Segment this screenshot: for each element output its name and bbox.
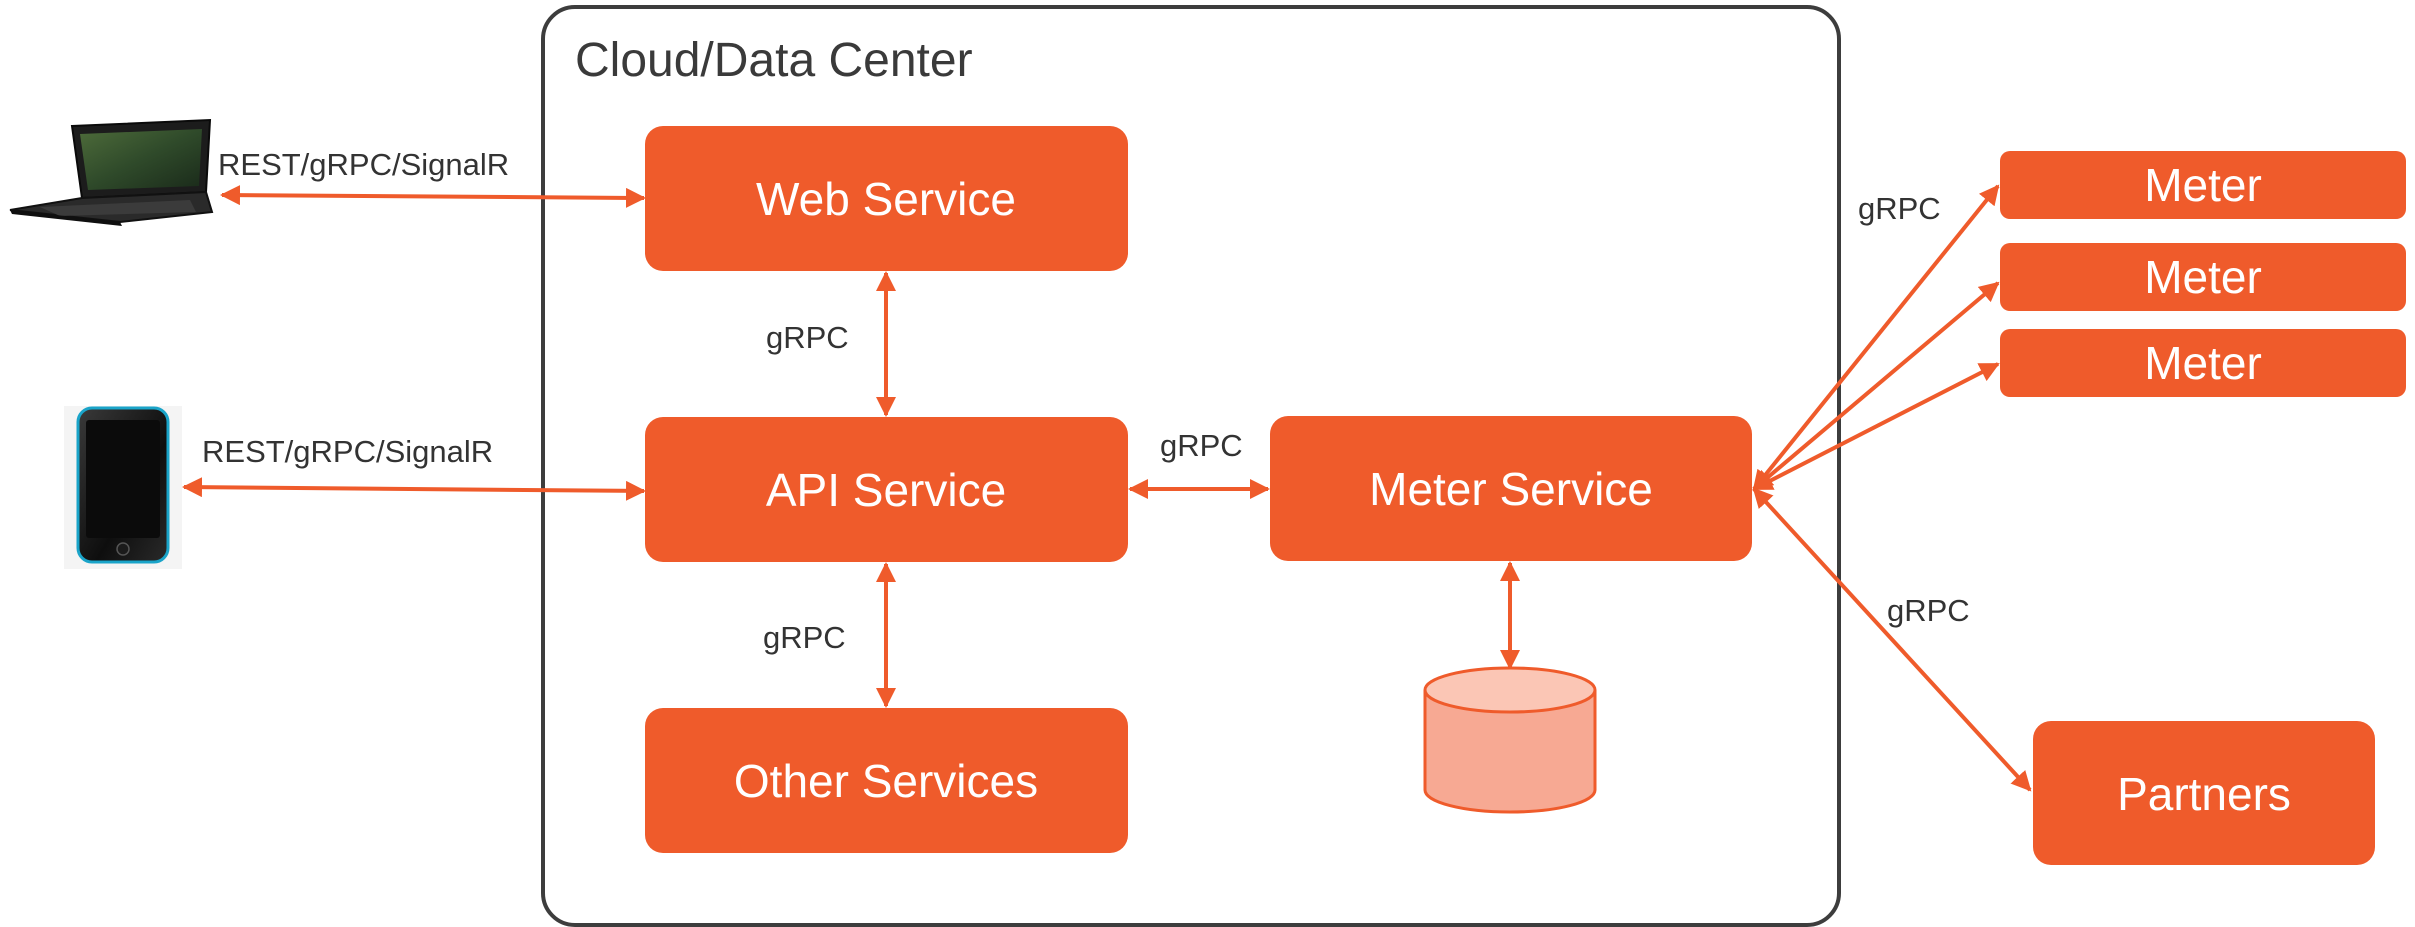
meter-2-label: Meter <box>2144 251 2262 303</box>
node-api-service[interactable]: API Service <box>645 417 1128 562</box>
smartphone-icon <box>64 406 182 569</box>
node-other-services[interactable]: Other Services <box>645 708 1128 853</box>
edges <box>182 184 2032 792</box>
database-icon <box>1423 666 1597 814</box>
edge-laptop-web <box>220 185 646 208</box>
meter-3-label: Meter <box>2144 337 2262 389</box>
edge-meter-partners <box>1752 487 2032 792</box>
node-meter-3[interactable]: Meter <box>2000 329 2406 397</box>
container-title: Cloud/Data Center <box>575 34 973 87</box>
edge-label-laptop-web: REST/gRPC/SignalR <box>218 147 509 182</box>
laptop-icon <box>9 118 214 226</box>
partners-label: Partners <box>2117 768 2291 820</box>
edge-label-phone-api: REST/gRPC/SignalR <box>202 434 493 469</box>
other-services-label: Other Services <box>734 755 1038 807</box>
node-meter-2[interactable]: Meter <box>2000 243 2406 311</box>
node-partners[interactable]: Partners <box>2033 721 2375 865</box>
edge-label-meter-meters: gRPC <box>1858 191 1941 226</box>
node-web-service[interactable]: Web Service <box>645 126 1128 271</box>
edge-label-api-other: gRPC <box>763 620 846 655</box>
api-service-label: API Service <box>766 464 1006 516</box>
edge-label-api-meter: gRPC <box>1160 428 1243 463</box>
edge-phone-api <box>182 477 646 501</box>
edge-meter-meter3 <box>1752 362 2000 491</box>
meter-1-label: Meter <box>2144 159 2262 211</box>
node-meter-service[interactable]: Meter Service <box>1270 416 1752 561</box>
edge-label-meter-partners: gRPC <box>1887 593 1970 628</box>
web-service-label: Web Service <box>756 173 1016 225</box>
edge-label-web-api: gRPC <box>766 320 849 355</box>
meter-service-label: Meter Service <box>1369 463 1653 515</box>
node-meter-1[interactable]: Meter <box>2000 151 2406 219</box>
